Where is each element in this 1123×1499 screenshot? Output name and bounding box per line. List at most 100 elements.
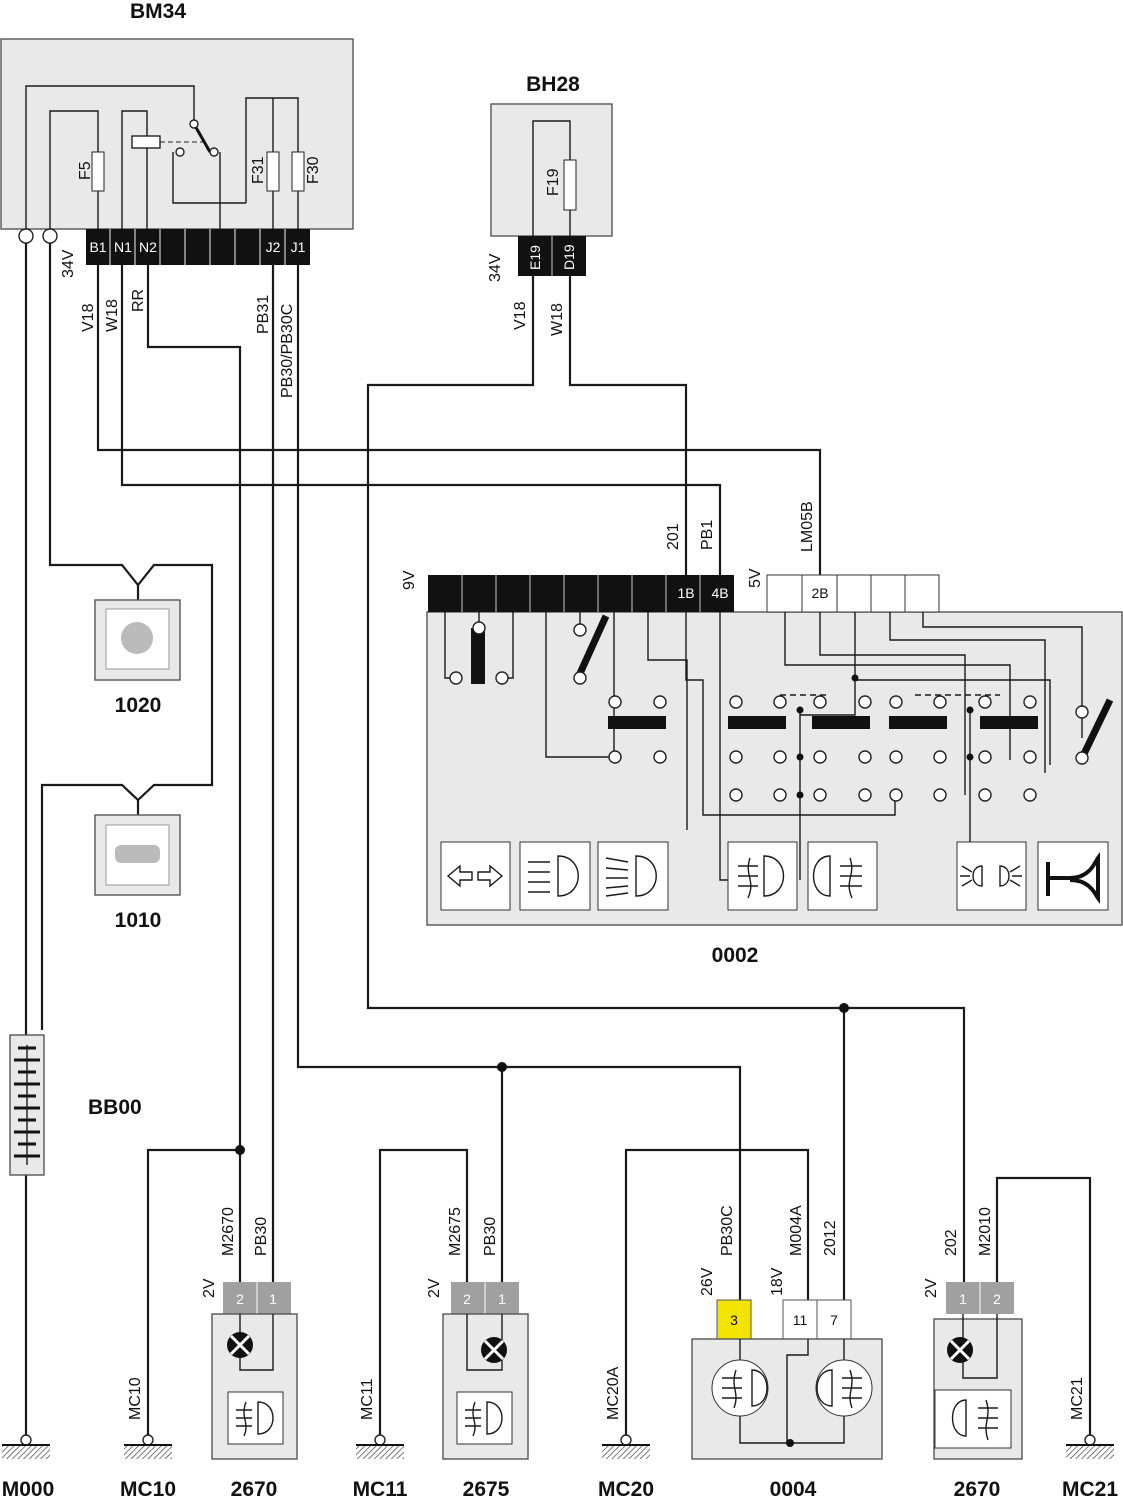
pin-label: J1 xyxy=(291,239,306,255)
wire-label: W18 xyxy=(549,303,566,336)
fuse-f31-icon xyxy=(266,151,280,192)
module-bm34: BM34 F5 F31 F30 B1 N1 N2 J2 J1 34V V18 W… xyxy=(0,0,354,398)
pin-label: B1 xyxy=(89,239,106,255)
connector-0002-black: 1B 4B xyxy=(428,575,734,612)
ground-label: MC20 xyxy=(598,1478,654,1499)
position-light-icon xyxy=(956,841,1027,911)
battery-bb00: BB00 xyxy=(9,1034,142,1176)
wire-label: PB1 xyxy=(699,520,716,550)
wire-label: M2675 xyxy=(447,1207,464,1256)
wire-label: MC21 xyxy=(1069,1377,1086,1420)
bm34-title: BM34 xyxy=(130,0,186,23)
pin-label: N2 xyxy=(139,239,157,255)
pin-label: 3 xyxy=(730,1312,738,1328)
fuse-label: F31 xyxy=(250,156,267,184)
wire-label: MC11 xyxy=(359,1378,376,1420)
low-beam-icon xyxy=(519,841,591,911)
high-beam-icon xyxy=(597,841,669,911)
ground-label: MC10 xyxy=(120,1478,176,1499)
pin-label: 2B xyxy=(811,585,828,601)
voltage-label: 5V xyxy=(747,568,764,588)
ground-label: MC21 xyxy=(1062,1478,1118,1499)
wire-label: PB30 xyxy=(253,1217,270,1256)
switch-contacts xyxy=(449,621,1089,802)
fuse-f30-icon xyxy=(291,151,305,192)
bh28-title: BH28 xyxy=(526,73,580,96)
component-label: BB00 xyxy=(88,1096,142,1119)
voltage-label: 2V xyxy=(923,1278,940,1298)
wire-label: MC20A xyxy=(605,1366,622,1420)
pin-label: 7 xyxy=(830,1312,838,1328)
wire-label: V18 xyxy=(80,303,97,332)
wire-label: PB30/PB30C xyxy=(279,304,296,398)
wire-label: M2670 xyxy=(220,1207,237,1256)
wire-label: PB31 xyxy=(255,295,272,334)
component-label: 1010 xyxy=(115,909,162,932)
wire-label: W18 xyxy=(104,299,121,332)
wire-label: PB30C xyxy=(719,1205,736,1256)
starter-1010: 1010 xyxy=(94,814,181,932)
lamp-2670-right: 1 2 2V 202 M2010 2670 xyxy=(923,1207,1023,1499)
pin-label: 1 xyxy=(959,1291,967,1307)
wire-label: PB30 xyxy=(482,1217,499,1256)
pin-label: 4B xyxy=(711,585,728,601)
voltage-label: 2V xyxy=(201,1278,218,1298)
fuse-label: F5 xyxy=(77,161,94,180)
rear-fog-icon xyxy=(807,841,878,911)
pin-label: 1B xyxy=(677,585,694,601)
terminal xyxy=(18,228,34,244)
voltage-label: 2V xyxy=(426,1278,443,1298)
terminal xyxy=(42,228,58,244)
voltage-label: 9V xyxy=(401,570,418,590)
wires xyxy=(24,243,1092,1440)
wire-label: MC10 xyxy=(127,1377,144,1420)
pin-label: E19 xyxy=(527,245,543,270)
voltage-label: 34V xyxy=(487,253,504,282)
ground-mc10 xyxy=(124,1434,172,1459)
grounds: M000 MC10 MC11 MC20 MC21 MC10 MC11 MC20A… xyxy=(2,1366,1119,1499)
wire-label: M2010 xyxy=(977,1207,994,1256)
wire-label: V18 xyxy=(512,301,529,330)
module-bh28: BH28 F19 E19 D19 34V V18 W18 xyxy=(487,73,613,336)
component-label: 2675 xyxy=(463,1478,510,1499)
relay-switch-icon xyxy=(192,123,212,153)
voltage-label: 18V xyxy=(769,1267,786,1296)
pin-label: 2 xyxy=(993,1291,1001,1307)
component-label: 1020 xyxy=(115,694,162,717)
fuse-f5-icon xyxy=(91,151,105,192)
wire-label: 2012 xyxy=(822,1220,839,1256)
relay-coil-icon xyxy=(131,135,161,149)
lamp-2675: 2 1 2V M2675 PB30 2675 xyxy=(426,1207,529,1499)
wire-label: RR xyxy=(130,289,147,312)
module-0002: 1B 4B 2B 9V 5V 201 PB1 LM05B xyxy=(401,501,1123,967)
ground-label: M000 xyxy=(2,1478,55,1499)
pin-label: D19 xyxy=(561,244,577,270)
ground-mc20 xyxy=(602,1434,650,1459)
component-label: 0004 xyxy=(770,1478,817,1499)
component-label: 0002 xyxy=(712,944,759,967)
wire-label: LM05B xyxy=(799,501,816,552)
component-label: 2670 xyxy=(231,1478,278,1499)
pin-label: N1 xyxy=(114,239,132,255)
voltage-label: 34V xyxy=(60,249,77,278)
pin-label: 2 xyxy=(463,1291,471,1307)
ground-label: MC11 xyxy=(353,1478,408,1499)
pin-label: 1 xyxy=(269,1291,277,1307)
fuse-label: F19 xyxy=(545,168,562,196)
front-fog-icon xyxy=(727,841,798,911)
rear-fog-icon xyxy=(934,1389,1012,1449)
pin-label: 2 xyxy=(236,1291,244,1307)
voltage-label: 26V xyxy=(699,1267,716,1296)
ground-mc11 xyxy=(356,1434,404,1459)
fuse-f19-icon xyxy=(563,159,577,211)
ground-mc21 xyxy=(1066,1434,1114,1459)
horn-icon xyxy=(1037,841,1109,911)
fuse-label: F30 xyxy=(305,156,322,184)
lamp-2670-left: 2 1 2V M2670 PB30 2670 xyxy=(201,1207,298,1499)
pin-label: 1 xyxy=(498,1291,506,1307)
wire-label: M004A xyxy=(788,1205,805,1256)
bm34-box xyxy=(0,38,354,230)
pin-label: 11 xyxy=(793,1312,808,1328)
component-label: 2670 xyxy=(954,1478,1001,1499)
wire-label: 202 xyxy=(943,1229,960,1256)
